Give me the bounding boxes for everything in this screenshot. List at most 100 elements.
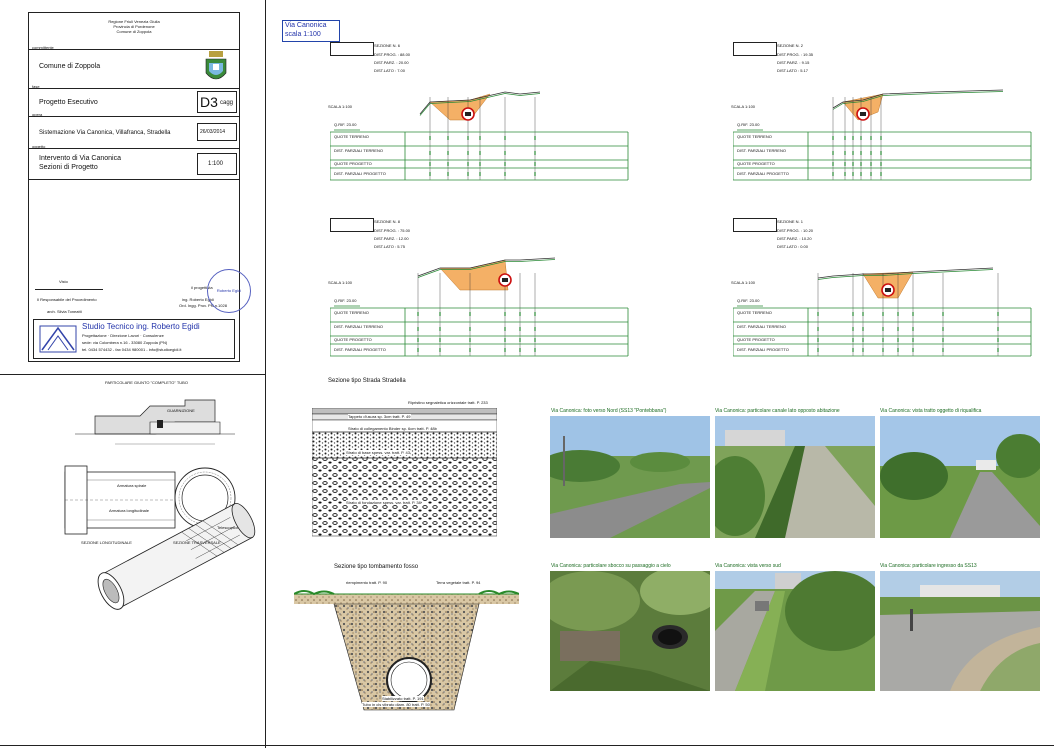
row-tick — [882, 348, 884, 352]
row-tick — [852, 327, 854, 331]
section-meta-line: DIST.LATO : 0.00 — [777, 244, 808, 249]
row-tick — [534, 338, 536, 342]
title-block: Regione Friuli Venezia Giulia Provincia … — [28, 12, 251, 362]
row-tick — [852, 338, 854, 342]
ground-line — [419, 91, 541, 115]
row-tick — [912, 348, 914, 352]
header-line-1: Regione Friuli Venezia Giulia — [108, 19, 160, 24]
row-tick — [467, 136, 469, 140]
row-tick — [534, 162, 536, 166]
row-tick — [997, 338, 999, 342]
ditch-section: Sezione tipo tombamento fosso riempiment… — [290, 560, 520, 740]
section-datum-label: Q.RIF. 23.00 — [737, 122, 760, 127]
photo-caption-2: Via Canonica: particolare canale lato op… — [715, 408, 840, 414]
row-tick — [832, 162, 834, 166]
row-tick — [534, 312, 536, 316]
row-tick — [467, 151, 469, 155]
row-tick — [447, 151, 449, 155]
section-code: SEZIONE N. 8 — [374, 219, 401, 224]
section-row-label: QUOTE TERRENO — [334, 310, 369, 315]
oggetto-line-2: Sezioni di Progetto — [39, 164, 98, 171]
row-tick — [897, 327, 899, 331]
photo-2 — [715, 416, 875, 538]
row-tick — [504, 151, 506, 155]
stamp-text: Roberto Egidi — [216, 288, 242, 293]
row-tick — [942, 327, 944, 331]
row-tick — [534, 348, 536, 352]
road-layer-1: Ripristino segnaletica orizzontale tratt… — [408, 400, 488, 405]
studio-sub: Progettazione · Direzione Lavori · Consu… — [82, 333, 164, 338]
ground-line-green — [817, 269, 994, 280]
date-value: 26/03/2014 — [200, 129, 226, 135]
frame-divider-v — [265, 0, 266, 748]
row-tick — [439, 348, 441, 352]
road-layer-3: Strato di collegamento Binder sp. 6cm tr… — [348, 426, 437, 431]
pipe-detail-drawing — [64, 399, 256, 610]
section-row-label: DIST. PARZIALI PROGETTO — [737, 171, 789, 176]
row-tick — [504, 338, 506, 342]
rule — [29, 148, 239, 149]
ground-line — [417, 257, 556, 277]
row-tick — [504, 348, 506, 352]
section-datum-label: Q.RIF. 23.00 — [334, 122, 357, 127]
row-tick — [469, 312, 471, 316]
progettista-name: ing. Roberto Egidi — [182, 297, 214, 302]
section-meta-line: DIST.LATO : 5.17 — [777, 68, 808, 73]
section-header-box — [733, 218, 777, 232]
photo-5 — [715, 571, 875, 691]
pipe-core — [885, 288, 891, 292]
section-row-label: QUOTE PROGETTO — [737, 161, 775, 166]
frame-bottom — [0, 745, 1054, 746]
section-profile — [330, 257, 629, 357]
section-row-label: DIST. PARZIALI PROGETTO — [334, 171, 386, 176]
row-tick — [844, 136, 846, 140]
row-tick — [479, 172, 481, 176]
row-tick — [469, 338, 471, 342]
frame-divider-h — [0, 374, 265, 375]
scale-box: 1:100 — [197, 153, 237, 175]
row-tick — [417, 348, 419, 352]
sections-scale: scala 1:100 — [285, 31, 321, 38]
ditch-label-right: Terra vegetale tratt. P. 94 — [436, 580, 481, 585]
section-row-label: DIST. PARZIALI PROGETTO — [334, 347, 386, 352]
row-tick — [479, 151, 481, 155]
section-row-label: DIST. PARZIALI PROGETTO — [737, 347, 789, 352]
row-tick — [417, 338, 419, 342]
row-tick — [479, 136, 481, 140]
section-code: SEZIONE N. 2 — [777, 43, 804, 48]
section-datum-label: Q.RIF. 23.00 — [737, 298, 760, 303]
road-layer-4: Strato di base spess. var. tratt. P. 43 — [346, 450, 410, 455]
row-tick — [504, 312, 506, 316]
studio-address: sede: via Colombera n.16 - 33080 Zoppola… — [82, 340, 168, 345]
row-tick — [534, 136, 536, 140]
section-row-label: QUOTE PROGETTO — [334, 161, 372, 166]
row-tick — [862, 327, 864, 331]
row-tick — [862, 338, 864, 342]
rule — [35, 289, 103, 290]
section-row-label: DIST. PARZIALI TERRENO — [737, 148, 786, 153]
section-row-label: QUOTE TERRENO — [737, 134, 772, 139]
row-tick — [860, 172, 862, 176]
ditch-label-pipe: Tubo in cls vibrato diam. 80 tratt. P. 5… — [362, 702, 430, 707]
row-tick — [429, 162, 431, 166]
section-row-label: QUOTE PROGETTO — [334, 337, 372, 342]
rup-role: Il Responsabile del Procedimento — [37, 297, 97, 302]
ditch-label-bed: Stabilizzato tratt. P. 191 — [382, 696, 424, 701]
section-row-label: DIST. PARZIALI TERRENO — [334, 324, 383, 329]
studio-box: Studio Tecnico ing. Roberto Egidi Proget… — [33, 319, 235, 359]
section-meta-line: DIST.LATO : 5.75 — [374, 244, 405, 249]
rule — [29, 88, 239, 89]
row-tick — [844, 162, 846, 166]
row-tick — [504, 162, 506, 166]
row-tick — [817, 338, 819, 342]
rup-label: Visto — [59, 279, 68, 284]
photo-4 — [550, 571, 710, 691]
row-tick — [519, 348, 521, 352]
section-scale-label: SCALA 1:100 — [328, 280, 353, 285]
sections-title: Via Canonica — [285, 22, 327, 29]
row-tick — [429, 172, 431, 176]
section-scale-label: SCALA 1:100 — [731, 104, 756, 109]
